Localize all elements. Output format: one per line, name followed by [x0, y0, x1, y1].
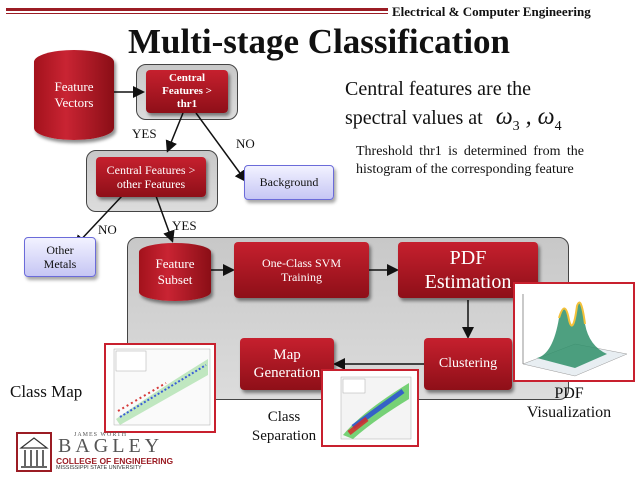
class-map-caption: Class Map — [10, 382, 83, 401]
arrow-thr1-to-background — [195, 112, 247, 183]
central-other-node: Central Features > other Features — [96, 157, 206, 197]
ocsvm-node: One-Class SVM Training — [234, 242, 369, 298]
class-map-image — [104, 343, 216, 433]
arrow-thr1-to-other — [165, 112, 184, 153]
logo-college: COLLEGE OF ENGINEERING — [56, 456, 174, 466]
logo-top-text: JAMES WORTH — [74, 432, 128, 438]
clustering-node: Clustering — [424, 338, 512, 390]
arrow-other-to-subset — [155, 195, 175, 243]
omega3-sub: 3 — [512, 118, 520, 134]
omega-formula: ω3 , ω4 — [495, 104, 562, 134]
header-rule-thick — [6, 8, 388, 11]
edge-label-yes-1: YES — [132, 126, 157, 141]
pdf-visualization-image — [513, 282, 635, 382]
central-features-line1: Central features are the — [345, 78, 532, 100]
class-separation-plot — [323, 371, 417, 445]
central-features-line2: spectral values at ω3 , ω4 — [345, 102, 635, 136]
class-separation-caption: Class Separation — [247, 408, 321, 446]
building-icon — [16, 432, 52, 472]
class-map-plot — [106, 345, 214, 431]
bagley-logo: JAMES WORTH BAGLEY COLLEGE OF ENGINEERIN… — [16, 432, 173, 472]
other-metals-node: Other Metals — [24, 237, 96, 277]
omega4-sub: 4 — [554, 118, 562, 134]
threshold-note: Threshold thr1 is determined from the hi… — [356, 144, 584, 177]
central-features-note: Central features are the spectral values… — [345, 76, 635, 136]
background-node: Background — [244, 165, 334, 200]
class-separation-image — [321, 369, 419, 447]
class-separation-line1: Class — [267, 409, 301, 425]
department-name: Electrical & Computer Engineering — [392, 4, 591, 19]
feature-subset-node: Feature Subset — [139, 243, 211, 301]
pdf-visualization-line1: PDF — [554, 385, 584, 402]
feature-vectors-node: Feature Vectors — [34, 50, 114, 140]
pdf-visualization-line2: Visualization — [526, 404, 612, 422]
page-title: Multi-stage Classification — [127, 22, 511, 61]
class-separation-line2: Separation — [251, 427, 317, 444]
pdf-surface-plot — [515, 284, 633, 380]
map-generation-node: Map Generation — [240, 338, 334, 390]
header-rule-thin — [6, 13, 388, 14]
edge-label-no-1: NO — [236, 136, 255, 151]
logo-university: MISSISSIPPI STATE UNIVERSITY — [56, 465, 142, 471]
pdf-visualization-caption: PDF Visualization — [516, 384, 622, 422]
spectral-values-text: spectral values at — [345, 107, 483, 129]
edge-label-yes-2: YES — [172, 218, 197, 233]
central-thr1-node: Central Features > thr1 — [146, 70, 228, 113]
arrow-other-to-metals — [73, 195, 123, 248]
logo-name: BAGLEY — [58, 435, 164, 457]
edge-label-no-2: NO — [98, 222, 117, 237]
